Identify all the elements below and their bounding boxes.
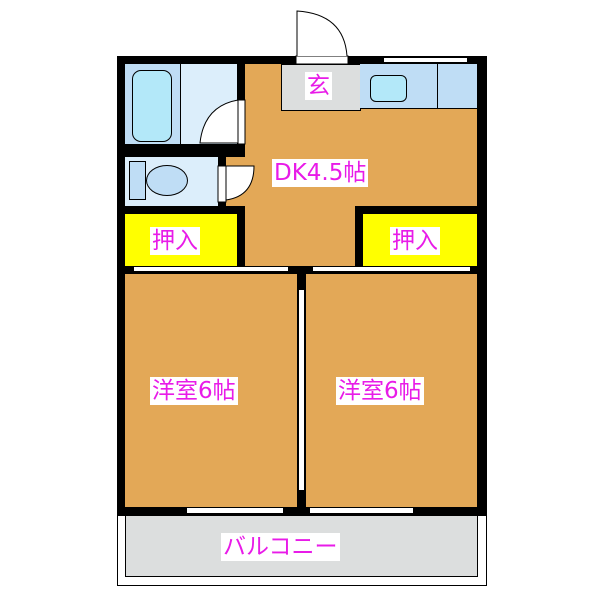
toilet-tank-icon xyxy=(129,161,146,200)
closet-left-label: 押入 xyxy=(150,227,200,255)
window-bottom-right xyxy=(310,507,413,514)
closet-right-sliding-door xyxy=(313,266,470,272)
western-right-label: 洋室6帖 xyxy=(336,377,424,405)
bathtub-icon xyxy=(132,70,172,142)
partition-sliding-door xyxy=(298,290,305,490)
toilet-bowl-icon xyxy=(146,165,188,196)
dining-kitchen-lower xyxy=(245,200,355,266)
closet-right-label: 押入 xyxy=(390,227,440,255)
closet-left-sliding-door xyxy=(134,266,288,272)
dk-label: DK4.5帖 xyxy=(272,159,369,187)
window-bottom-left xyxy=(187,507,283,514)
genkan-label: 玄 xyxy=(305,72,332,100)
sink-icon xyxy=(370,75,407,102)
window-top xyxy=(384,57,467,63)
balcony-label: バルコニー xyxy=(221,533,340,561)
counter-divider xyxy=(437,64,438,109)
western-left-label: 洋室6帖 xyxy=(150,377,238,405)
